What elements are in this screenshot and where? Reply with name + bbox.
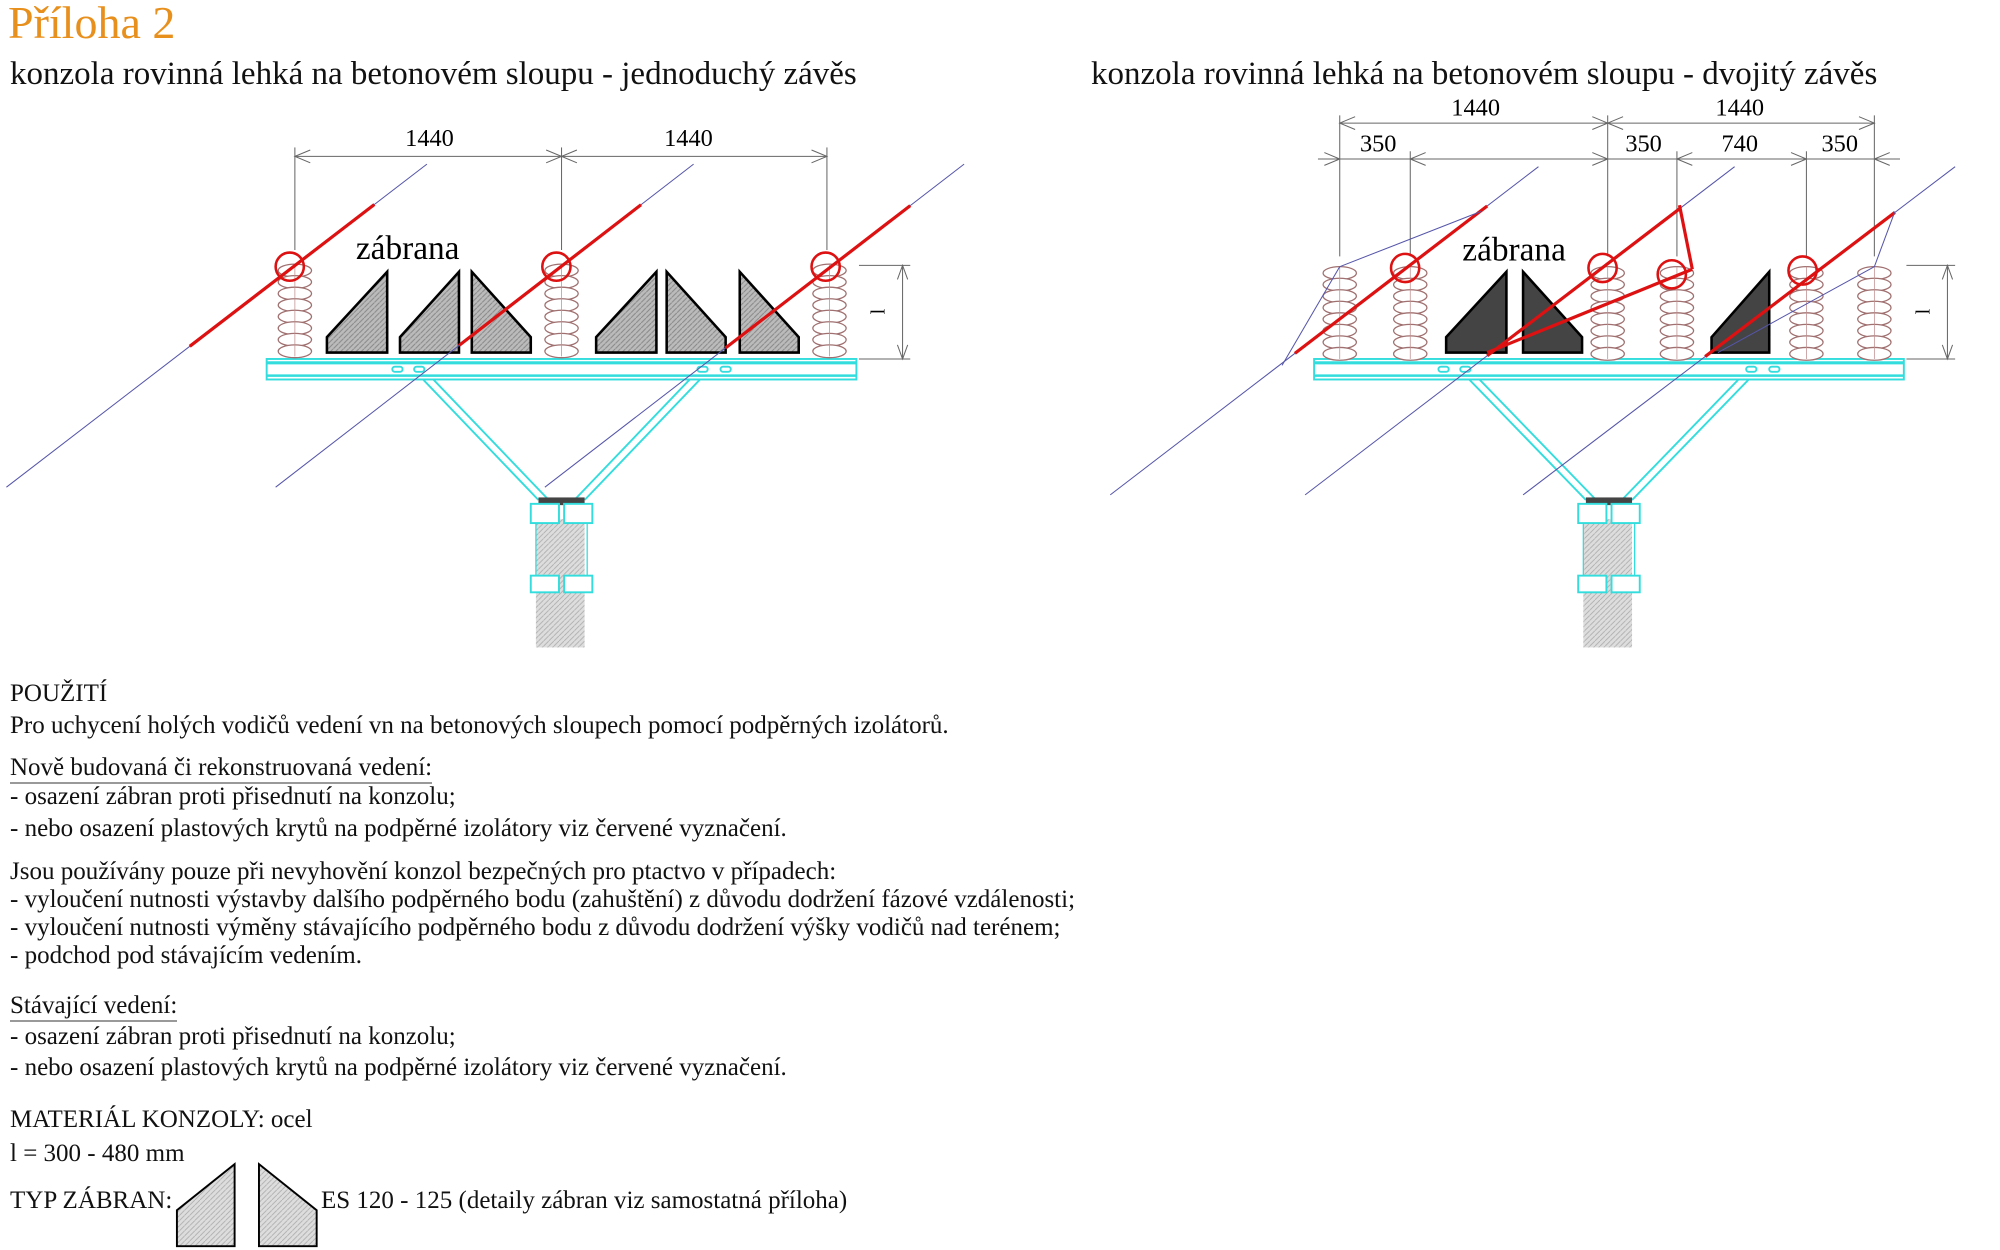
page-title: Příloha 2 [8,0,176,48]
insulator [1857,266,1892,361]
console-slot [1437,365,1450,373]
left-diagram-title: konzola rovinná lehká na betonovém sloup… [10,56,857,92]
cover-loop [1787,255,1818,286]
tie-wire [1339,211,1481,268]
console-strut [422,378,701,501]
cover-loop [541,251,572,283]
barrier-icon [175,1162,236,1248]
console-arm [1313,358,1905,648]
plastic-cover [1677,204,1694,270]
tie-wire [1281,266,1341,366]
clamp [1610,574,1641,594]
plastic-cover [457,203,643,347]
cover-loop [1587,252,1618,284]
barrier [665,268,727,354]
list-item: - osazení zábran proti přisednutí na kon… [10,783,456,810]
left-diagram: 1440 1440 zábrana l [6,125,965,648]
existing-lines-heading: Stávající vedení: [10,992,178,1022]
tie-wire [1873,211,1896,267]
post-cap [538,497,585,506]
barrier-icon [258,1162,318,1248]
dim-label: 1440 [1715,94,1764,121]
barrier [325,268,389,354]
barrier [594,268,658,354]
insulator [1789,266,1824,361]
barrier-type-value: ES 120 - 125 (detaily zábran viz samosta… [321,1187,848,1214]
list-item: - nebo osazení plastových krytů na podpě… [10,1054,787,1081]
usage-body: Pro uchycení holých vodičů vedení vn na … [10,712,949,739]
right-diagram-title: konzola rovinná lehká na betonovém sloup… [1091,56,1878,92]
plastic-cover [1486,267,1693,355]
cover-loop [274,251,306,283]
length-text: l = 300 - 480 mm [10,1140,185,1167]
list-item: - osazení zábran proti přisednutí na kon… [10,1023,456,1050]
barrier-label: zábrana [1462,231,1566,268]
insulator [1392,266,1428,361]
post-cap [1585,497,1633,506]
dim-label: 350 [1821,130,1858,157]
console-slot [391,365,404,373]
clamp [563,574,594,594]
clamp [1577,502,1608,525]
plastic-cover [1293,204,1489,355]
height-label: l [1912,308,1934,314]
console-arm [265,358,858,648]
dimension-lines [1317,115,1956,361]
list-item: - vyloučení nutnosti výstavby dalšího po… [10,886,1076,913]
barrier-label: zábrana [356,230,460,267]
height-label: l [868,308,890,314]
console-strut [1468,378,1750,501]
dim-label: 350 [1625,130,1662,157]
clamp [1610,502,1641,525]
new-lines-heading: Nově budovaná či rekonstruovaná vedení: [10,754,433,784]
plastic-cover [1486,207,1681,358]
barrier-type-label: TYP ZÁBRAN: [10,1187,173,1214]
cover-loop [810,251,842,283]
barrier [738,268,801,354]
dim-label: 740 [1721,130,1758,157]
list-item: - nebo osazení plastových krytů na podpě… [10,815,787,842]
console-slot [1745,365,1758,373]
material-text: MATERIÁL KONZOLY: ocel [10,1106,313,1133]
dim-label: 1440 [405,125,454,152]
cover-loop [1389,252,1421,284]
clamp [529,502,560,525]
barrier [398,268,461,354]
list-item: - vyloučení nutnosti výměny stávajícího … [10,914,1061,941]
clamp [529,574,560,594]
console-slot [413,365,426,373]
barrier-type-legend [175,1162,318,1248]
barrier [1444,268,1508,354]
console-slot [719,365,732,373]
tie-wire [1717,266,1875,354]
dim-label: 350 [1360,130,1397,157]
console-slot [1768,365,1781,373]
clamp [563,502,594,525]
right-diagram: 1440 1440 350 350 740 350 zábrana l [1109,94,1956,648]
dim-label: 1440 [664,125,713,152]
list-item: - podchod pod stávajícím vedením. [10,942,363,969]
conditions-heading: Jsou používány pouze při nevyhovění konz… [10,858,837,885]
cover-loop [1656,258,1688,290]
clamp [1577,574,1608,594]
plastic-cover [188,203,376,348]
usage-heading: POUŽITÍ [10,680,108,707]
barrier [1521,268,1584,354]
dimension-lines [293,147,911,361]
dim-label: 1440 [1451,94,1500,121]
plastic-cover [724,204,912,350]
insulator [1322,266,1358,361]
insulator [1659,266,1695,361]
